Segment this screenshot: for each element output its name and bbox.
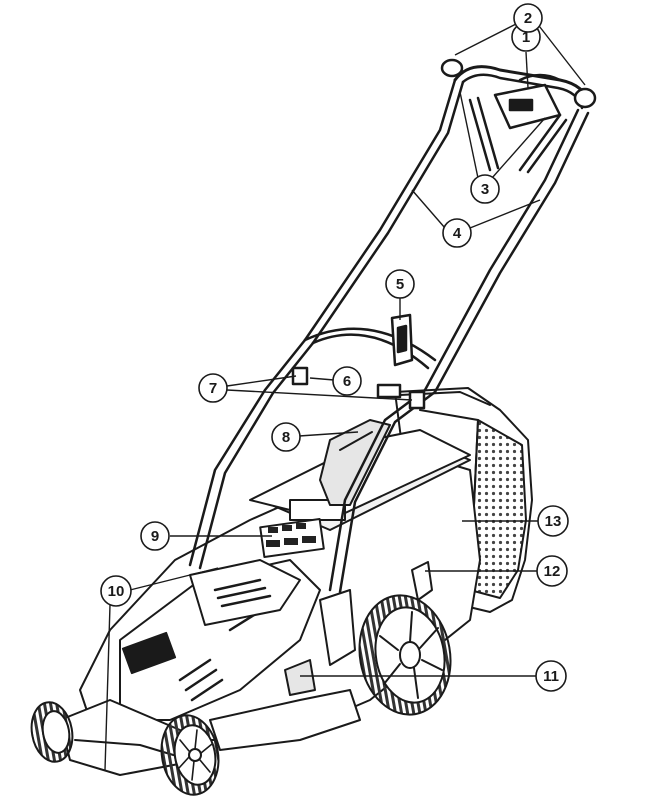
callout-8: 8 bbox=[271, 422, 301, 452]
callout-6: 6 bbox=[332, 366, 362, 396]
callout-9: 9 bbox=[140, 521, 170, 551]
svg-text:11: 11 bbox=[543, 668, 559, 685]
front-wheel-right bbox=[160, 714, 220, 796]
callout-3: 3 bbox=[470, 174, 500, 204]
front-wheel-left bbox=[30, 701, 74, 763]
callout-11: 11 bbox=[535, 660, 567, 692]
rear-wheel bbox=[358, 561, 452, 716]
callout-2: 2 bbox=[513, 3, 543, 33]
svg-text:7: 7 bbox=[209, 380, 217, 397]
svg-text:9: 9 bbox=[151, 528, 159, 545]
svg-text:5: 5 bbox=[396, 276, 404, 293]
svg-text:10: 10 bbox=[108, 583, 125, 600]
svg-text:8: 8 bbox=[282, 429, 290, 446]
handle bbox=[188, 58, 597, 594]
callout-13: 13 bbox=[537, 505, 569, 537]
callouts: 1 2 3 4 5 6 7 8 bbox=[100, 3, 569, 692]
svg-text:1: 1 bbox=[522, 29, 530, 46]
svg-text:3: 3 bbox=[481, 181, 489, 198]
callout-12: 12 bbox=[536, 555, 568, 587]
svg-text:4: 4 bbox=[453, 225, 462, 242]
callout-4: 4 bbox=[442, 218, 472, 248]
callout-7: 7 bbox=[198, 373, 228, 403]
callout-10: 10 bbox=[100, 575, 132, 607]
svg-text:2: 2 bbox=[524, 10, 532, 27]
svg-text:12: 12 bbox=[544, 563, 561, 580]
callout-5: 5 bbox=[385, 269, 415, 299]
svg-text:6: 6 bbox=[343, 373, 351, 390]
svg-text:13: 13 bbox=[545, 513, 562, 530]
leader-lines bbox=[104, 21, 586, 771]
